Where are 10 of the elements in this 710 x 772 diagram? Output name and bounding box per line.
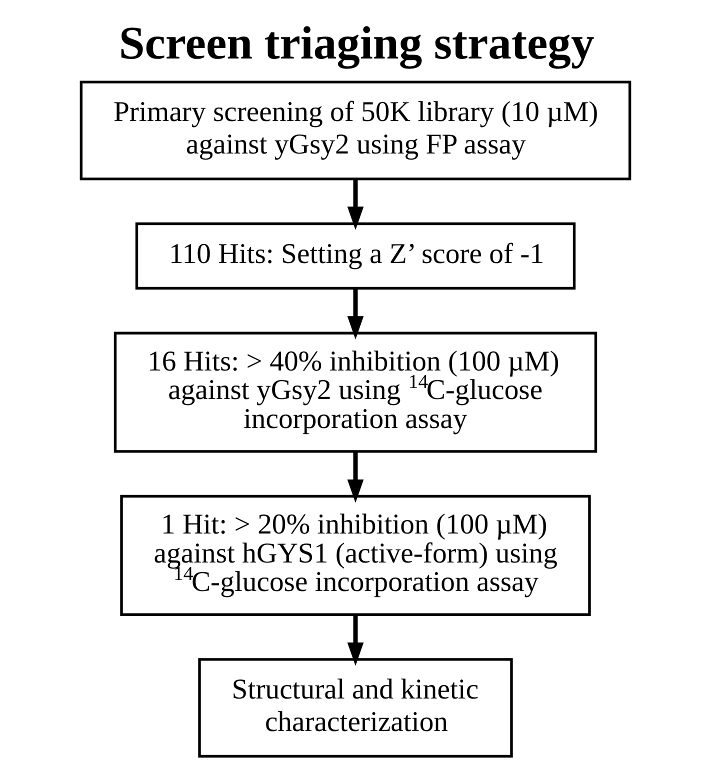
node-box: Structural and kinetic characterization: [198, 658, 512, 758]
arrow: [346, 615, 364, 666]
node-box: Primary screening of 50K library (10 µM) against yGsy2 using FP assay: [79, 80, 631, 180]
node-box: 16 Hits: > 40% inhibition (100 µM) against yGsy2 using $^{14}$C-glucose incorporation assay: [113, 332, 597, 453]
node-box: 110 Hits: Setting a Z’ score of -1: [134, 222, 576, 290]
diagram-title: Screen triaging strategy: [118, 17, 594, 70]
arrow: [346, 179, 364, 230]
arrow: [346, 452, 364, 503]
arrow: [346, 288, 364, 340]
node-box: 1 Hit: > 20% inhibition (100 µM) against hGYS1 (active-form) using $^{14}$C-glucose incorporation assay: [120, 494, 590, 616]
